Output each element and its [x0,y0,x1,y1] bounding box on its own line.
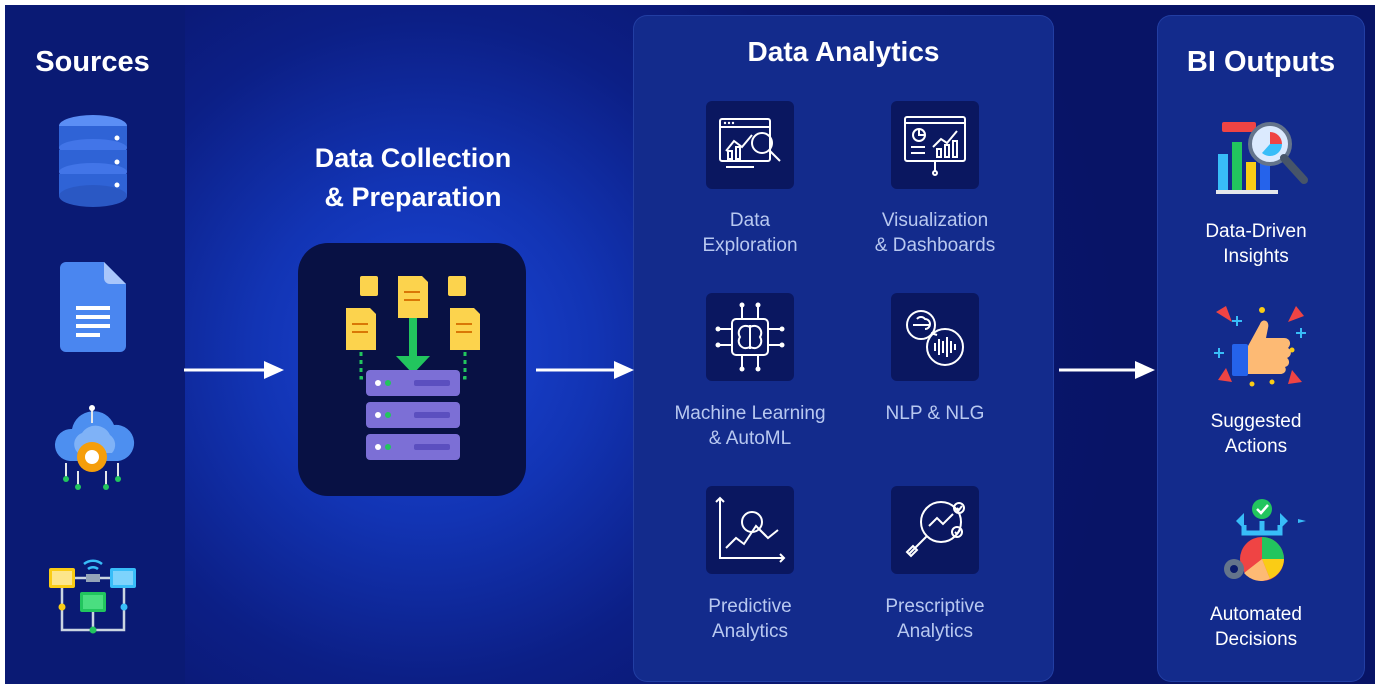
prescriptive-label-line2: Analytics [896,621,974,642]
diagram-canvas [5,5,1375,684]
insights-label: Data-Driven Insights [1152,219,1360,269]
predictive-label-line1: Predictive [708,596,792,617]
nlp-label-line1: NLP & NLG [885,403,985,424]
dashboard-label: Visualization & Dashboards [845,208,1025,258]
database-icon [59,115,127,207]
data-exploration-label: Data Exploration [660,208,840,258]
bi-outputs-title: BI Outputs [1186,46,1336,78]
collection-title-line1: Data Collection [314,143,512,173]
sources-title: Sources [35,46,150,78]
nlp-tile [891,293,979,381]
prescriptive-icon [905,501,965,558]
automated-decisions-label-line1: Automated [1210,604,1302,625]
brain-chip-tile [706,293,794,381]
automated-decisions-label: Automated Decisions [1152,602,1360,652]
predictive-icon [715,496,786,563]
analytics-title: Data Analytics [747,36,940,67]
decisions-icon [1224,499,1306,581]
insights-icon [1216,122,1308,194]
predictive-label-line2: Analytics [711,621,789,642]
thumbs-up-icon [1214,306,1306,387]
prescriptive-label-line1: Prescriptive [885,596,985,617]
insights-label-line2: Insights [1223,246,1289,267]
machine-learning-label: Machine Learning & AutoML [650,401,850,451]
data-exploration-tile [706,101,794,189]
analytics-panel [633,15,1054,682]
prescriptive-label: Prescriptive Analytics [845,594,1025,644]
collection-title-line2: & Preparation [324,182,502,212]
network-icon [49,559,136,634]
machine-learning-label-line2: & AutoML [708,428,792,449]
predictive-tile [706,486,794,574]
arrow-analytics-to-outputs [1059,361,1155,379]
data-exploration-label-line1: Data [729,210,771,231]
suggested-actions-label: Suggested Actions [1152,409,1360,459]
data-exploration-icon [719,118,781,168]
arrow-sources-to-collection [184,361,284,379]
prescriptive-tile [891,486,979,574]
dashboard-label-line1: Visualization [881,210,989,231]
automated-decisions-label-line2: Decisions [1214,629,1298,650]
nlp-label: NLP & NLG [845,401,1025,426]
suggested-actions-label-line1: Suggested [1210,411,1302,432]
dashboard-label-line2: & Dashboards [874,235,996,256]
brain-chip-icon [715,302,785,372]
document-icon [60,262,126,352]
nlp-icon [906,310,964,366]
suggested-actions-label-line2: Actions [1224,436,1288,457]
machine-learning-label-line1: Machine Learning [674,403,826,424]
arrow-collection-to-analytics [536,361,634,379]
dashboard-icon [904,116,966,176]
insights-label-line1: Data-Driven [1205,221,1307,242]
data-preparation-icon [346,276,480,460]
predictive-label: Predictive Analytics [660,594,840,644]
dashboard-tile [891,101,979,189]
data-exploration-label-line2: Exploration [702,235,798,256]
cloud-gear-icon [54,405,135,490]
